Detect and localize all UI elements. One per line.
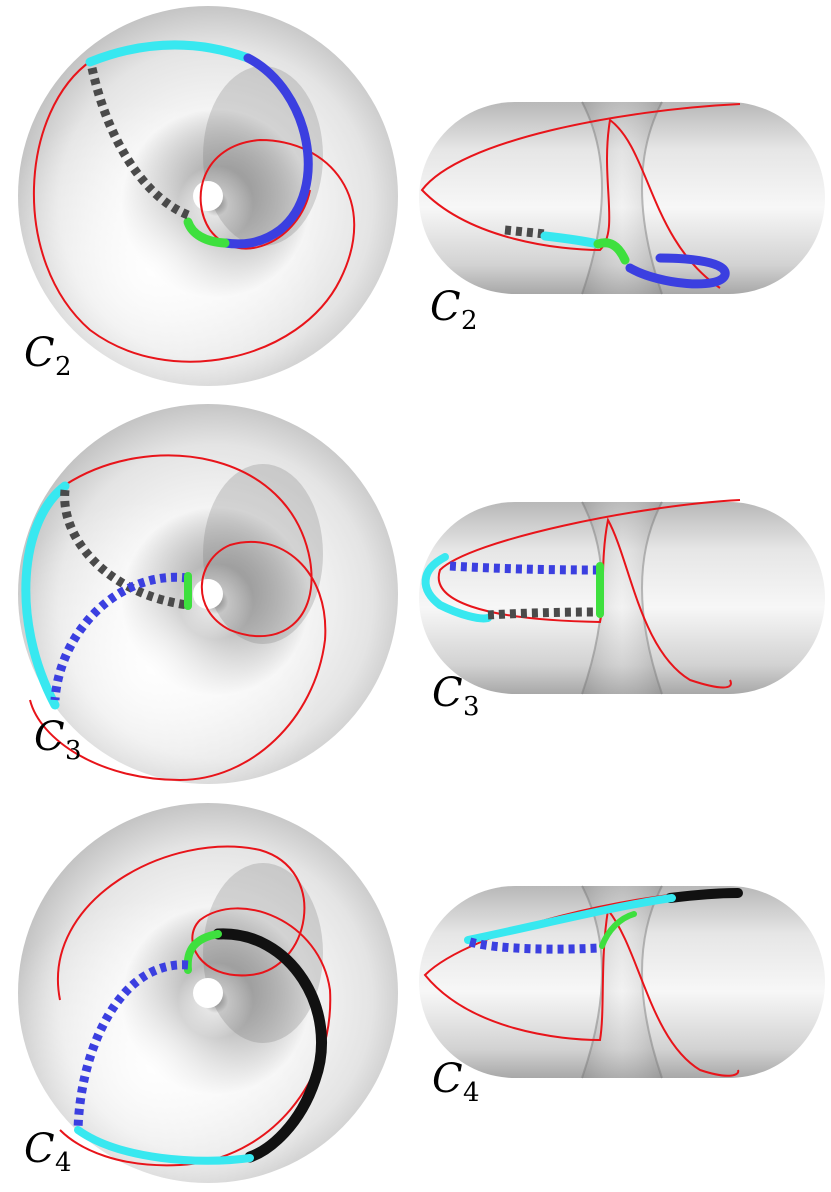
- panel-label: C: [430, 284, 461, 330]
- panel-label-sub: 4: [463, 1078, 480, 1108]
- panel-side-view-c3: C 3: [418, 499, 826, 722]
- path-dashed-blue: [50, 572, 189, 701]
- panel-label: C: [24, 1126, 55, 1172]
- arc-blue: [625, 253, 730, 289]
- path-dashed-blue: [449, 561, 599, 575]
- panel-label-sub: 3: [463, 692, 480, 722]
- panel-label-sub: 2: [55, 352, 72, 382]
- path-dashed-gray: [87, 67, 190, 220]
- arc-green: [599, 911, 637, 949]
- arc-blue: [220, 53, 313, 249]
- panel-label-sub: 4: [55, 1148, 72, 1178]
- path-dashed-gray: [487, 607, 599, 620]
- panel-label: C: [34, 714, 65, 760]
- arc-cyan: [85, 40, 253, 67]
- panel-label-sub: 3: [65, 736, 82, 766]
- panel-label: C: [432, 1056, 463, 1102]
- arc-green: [593, 238, 630, 265]
- curve-red: [437, 499, 741, 689]
- panel-top-view-c2: C 2: [18, 6, 398, 386]
- curve-red: [420, 103, 741, 289]
- arc-black: [665, 888, 743, 903]
- arc-cyan: [421, 553, 492, 623]
- path-dashed-gray: [504, 225, 546, 239]
- panel-top-view-c4: C 4: [18, 803, 398, 1183]
- arc-cyan: [21, 481, 70, 710]
- curve-red: [29, 454, 327, 782]
- path-dashed-blue: [73, 960, 189, 1131]
- curve-red: [32, 59, 356, 363]
- path-dashed-gray: [60, 489, 189, 610]
- arc-cyan: [464, 894, 676, 944]
- panel-label: C: [432, 670, 463, 716]
- arc-cyan: [74, 1126, 254, 1165]
- arc-green: [183, 217, 230, 248]
- panel-side-view-c2: C 2: [418, 101, 826, 336]
- path-dashed-blue: [468, 937, 601, 954]
- panel-side-view-c4: C 4: [418, 885, 826, 1108]
- panel-top-view-c3: C 3: [18, 404, 398, 784]
- panel-label-sub: 2: [461, 306, 478, 336]
- panel-label: C: [24, 330, 55, 376]
- arc-black: [212, 928, 327, 1163]
